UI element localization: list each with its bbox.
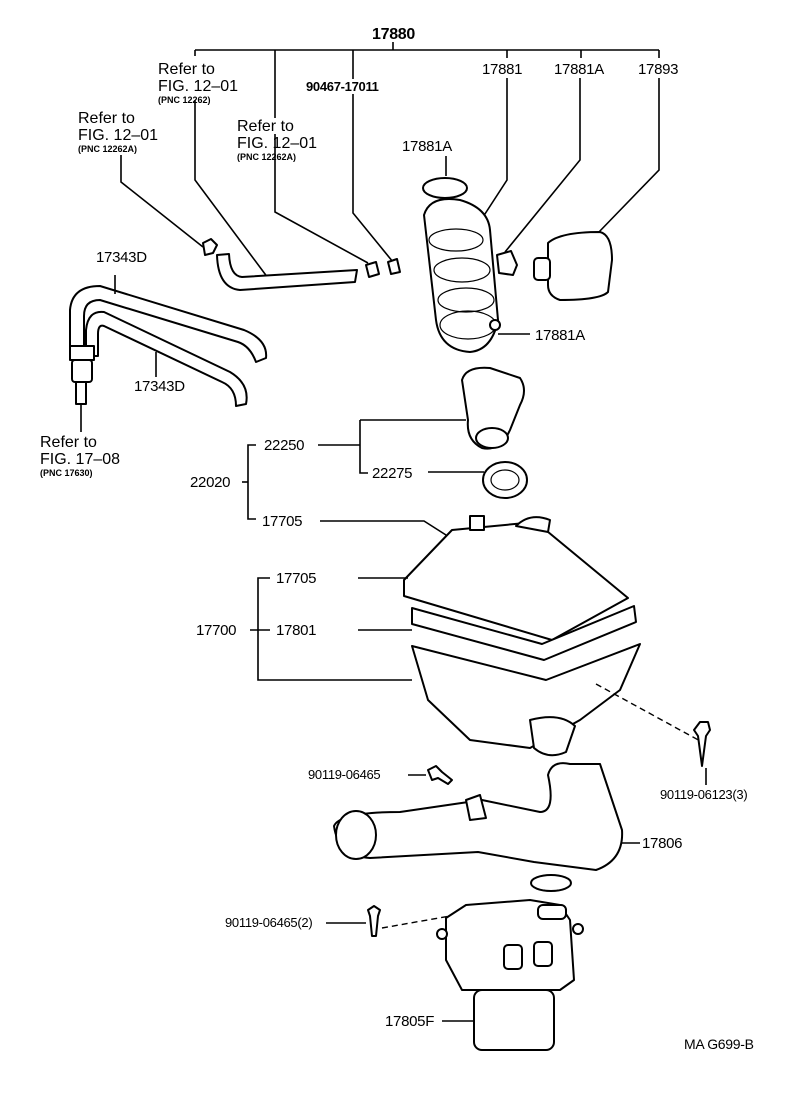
label-17705-sub: 17705 xyxy=(262,513,303,530)
bolt-right xyxy=(693,721,711,767)
vsv-valve xyxy=(69,345,95,432)
ref-line2: FIG. 17–08 xyxy=(40,451,121,468)
gasket-22275 xyxy=(482,461,528,499)
label-17893: 17893 xyxy=(638,61,679,78)
clip-left xyxy=(202,238,218,256)
label-17881a-clamp: 17881A xyxy=(402,138,452,155)
ref-pnc: (PNC 12262A) xyxy=(78,144,138,154)
label-17806: 17806 xyxy=(642,835,683,852)
label-17881a-lower: 17881A xyxy=(535,327,585,344)
resonator-17893 xyxy=(533,231,613,301)
label-17801: 17801 xyxy=(276,622,317,639)
resonator-17805f xyxy=(436,899,584,1051)
label-17881a-top: 17881A xyxy=(554,61,604,78)
label-17805f: 17805F xyxy=(385,1013,435,1030)
leader-22020 xyxy=(242,419,484,536)
ref-fig-12-01-b: Refer to FIG. 12–01 (PNC 12262A) xyxy=(237,118,317,162)
leader-17880 xyxy=(194,42,660,118)
label-17343d-upper: 17343D xyxy=(96,249,147,266)
label-90119-06465-2: 90119-06465(2) xyxy=(225,915,313,930)
label-22020: 22020 xyxy=(190,474,231,491)
label-17881: 17881 xyxy=(482,61,523,78)
ref-fig-17-08: Refer to FIG. 17–08 (PNC 17630) xyxy=(40,434,120,478)
airflow-meter-22250 xyxy=(461,366,525,450)
diagram-code: MA G699-B xyxy=(684,1036,754,1052)
bolt-lower xyxy=(367,905,381,937)
label-17700: 17700 xyxy=(196,622,237,639)
hose-12262 xyxy=(216,253,358,291)
clip-a xyxy=(365,261,380,278)
hose-17881 xyxy=(423,198,499,353)
label-17705: 17705 xyxy=(276,570,317,587)
leader-17700 xyxy=(250,577,412,681)
ref-line1: Refer to xyxy=(237,118,294,135)
label-17880: 17880 xyxy=(372,26,415,43)
air-inlet-17806 xyxy=(333,762,624,892)
air-cleaner xyxy=(403,515,641,757)
ref-fig-12-01-a: Refer to FIG. 12–01 (PNC 12262) xyxy=(158,61,238,105)
ref-line2: FIG. 12–01 xyxy=(78,127,159,144)
label-90119-06123: 90119-06123(3) xyxy=(660,787,748,802)
ref-pnc: (PNC 12262) xyxy=(158,95,211,105)
ref-pnc: (PNC 17630) xyxy=(40,468,93,478)
ref-fig-12-01-c: Refer to FIG. 12–01 (PNC 12262A) xyxy=(78,110,158,154)
ref-line1: Refer to xyxy=(158,61,215,78)
clamp-17881a-right xyxy=(496,250,518,276)
ref-line2: FIG. 12–01 xyxy=(158,78,239,95)
ref-pnc: (PNC 12262A) xyxy=(237,152,297,162)
clamp-17881a-top xyxy=(422,177,468,199)
ref-line2: FIG. 12–01 xyxy=(237,135,318,152)
ref-line1: Refer to xyxy=(40,434,97,451)
label-17343d-lower: 17343D xyxy=(134,378,185,395)
hoses-17343d xyxy=(69,275,268,407)
label-22250: 22250 xyxy=(264,437,305,454)
label-90467-17011: 90467-17011 xyxy=(306,79,379,94)
ref-line1: Refer to xyxy=(78,110,135,127)
clip-b xyxy=(387,258,401,275)
label-90119-06465: 90119-06465 xyxy=(308,767,381,782)
bolt-upper xyxy=(427,765,453,785)
label-22275: 22275 xyxy=(372,465,413,482)
